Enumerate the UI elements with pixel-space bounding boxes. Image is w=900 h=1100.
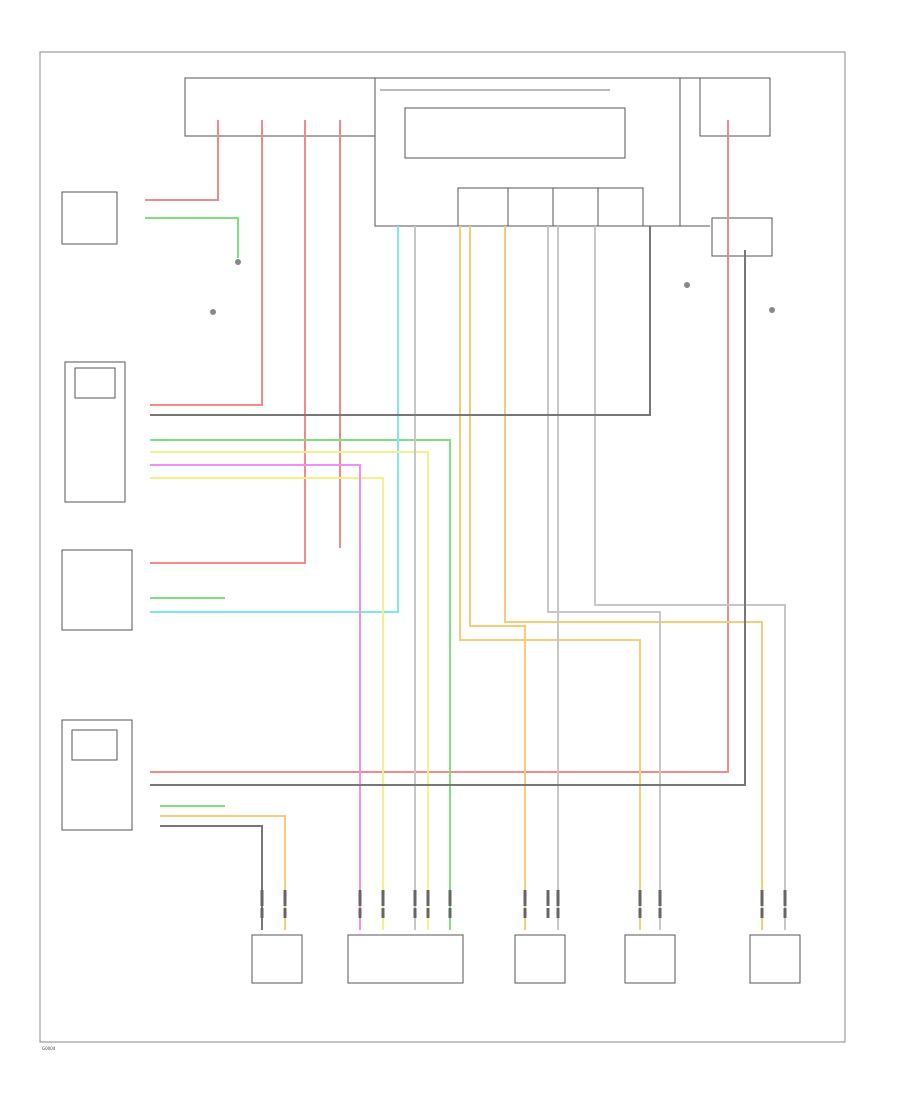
gray-wire-2 <box>547 226 661 930</box>
red-wire-2 <box>150 120 263 406</box>
yellow-wire-1 <box>150 451 429 930</box>
yellow-wire-2 <box>150 477 384 930</box>
connector-pin <box>546 890 550 906</box>
red-wire-1 <box>145 120 219 201</box>
cyan-wire-1 <box>150 226 399 613</box>
orange-wire-2 <box>469 226 526 930</box>
actuators <box>251 934 801 984</box>
connector-pin <box>260 908 264 918</box>
passenger-lock-switch <box>61 719 133 831</box>
connector-pin <box>556 908 560 918</box>
connector-pin <box>523 908 527 918</box>
dark-gray-wire-2 <box>150 250 746 786</box>
dark-gray-wire-3 <box>160 825 263 930</box>
connector-pin <box>426 908 430 918</box>
red-wire-5 <box>150 120 729 773</box>
green-wire-1 <box>145 217 239 258</box>
connector-pin <box>546 908 550 918</box>
connector-marks <box>260 890 787 918</box>
connector-pin <box>783 890 787 906</box>
connector-pin <box>658 890 662 906</box>
gray-wire-4 <box>594 226 786 930</box>
red-wire-3 <box>150 120 306 564</box>
connector-pin <box>783 908 787 918</box>
diagram-frame <box>39 51 846 1043</box>
connector-pin <box>358 890 362 906</box>
connector-pin <box>523 890 527 906</box>
left-components <box>61 191 133 831</box>
connector-pin <box>283 890 287 906</box>
ground-symbols <box>210 259 775 315</box>
left-rear-door-lock-actuator <box>514 934 566 984</box>
wires <box>145 120 786 930</box>
connector-pin <box>638 908 642 918</box>
connector-pin <box>381 908 385 918</box>
orange-wire-3 <box>504 226 763 930</box>
fuse-block <box>184 77 773 257</box>
connector-pin <box>283 908 287 918</box>
connector-pin <box>760 908 764 918</box>
connector-pin <box>381 890 385 906</box>
magenta-wire-1 <box>150 464 361 930</box>
connector-pin <box>426 890 430 906</box>
connector-pin <box>760 890 764 906</box>
dark-gray-wire-1 <box>150 226 651 416</box>
rcdlr-module <box>61 191 118 245</box>
connector-pin <box>358 908 362 918</box>
connector-pin <box>658 908 662 918</box>
connector-pin <box>556 890 560 906</box>
right-rear-door-lock-actuator <box>624 934 676 984</box>
orange-wire-1 <box>459 226 641 930</box>
connector-pin <box>448 908 452 918</box>
driver-door-lock-actuator <box>347 934 464 984</box>
driver-lock-switch <box>64 361 126 503</box>
passenger-door-lock-actuator <box>251 934 303 984</box>
connector-pin <box>260 890 264 906</box>
footer-code: G0004 <box>42 1046 56 1051</box>
green-wire-2 <box>150 439 451 930</box>
connector-pin <box>448 890 452 906</box>
connector-pin <box>413 890 417 906</box>
rear-door-switch <box>61 549 133 631</box>
connector-pin <box>413 908 417 918</box>
connector-pin <box>638 890 642 906</box>
liftgate-lock-actuator <box>749 934 801 984</box>
orange-wire-4 <box>160 815 286 930</box>
